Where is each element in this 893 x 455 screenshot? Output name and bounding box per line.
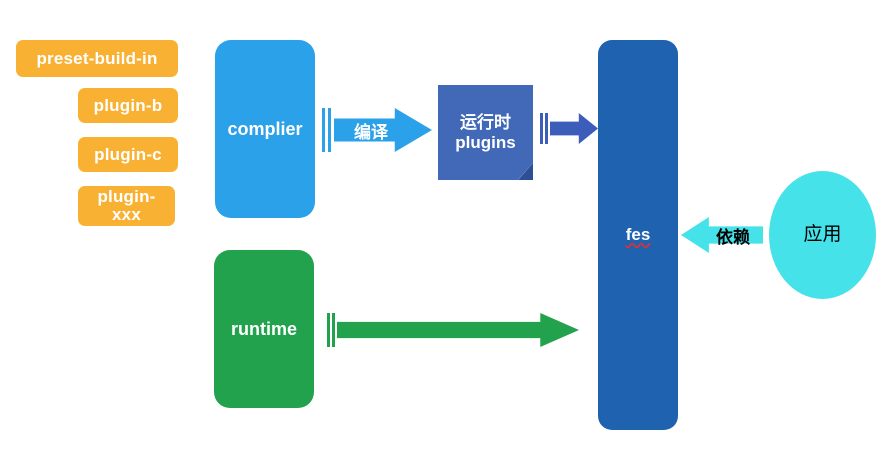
plugin-chip-label-line1: plugin- — [97, 187, 156, 207]
plugin-chip-plugin-xxx[interactable]: plugin- xxx — [78, 186, 175, 226]
compile-arrow-body: 编译 — [334, 108, 432, 152]
plugins-to-fes-arrow-tail-stripe-2 — [545, 113, 548, 144]
plugins-to-fes-arrow-shape — [550, 113, 598, 144]
runtime-to-fes-arrow-tail-stripe-2 — [332, 313, 335, 347]
runtime-label: runtime — [230, 318, 297, 339]
plugin-chip-label-line2: xxx — [112, 205, 141, 224]
plugin-chip-label: plugin-b — [93, 95, 163, 115]
application-node[interactable]: 应用 — [769, 171, 876, 299]
compile-arrow-tail-gap-2 — [331, 108, 334, 152]
runtime-to-fes-arrow — [327, 313, 579, 347]
plugin-chip-preset-build-in[interactable]: preset-build-in — [16, 40, 178, 77]
plugin-chip-plugin-c[interactable]: plugin-c — [78, 137, 178, 172]
compile-arrow-tail-stripe-1 — [322, 108, 325, 152]
complier-label: complier — [227, 118, 303, 139]
compile-arrow-tail-gap-1 — [325, 108, 328, 152]
dependency-arrow-label: 依赖 — [716, 227, 750, 247]
runtime-to-fes-arrow-body — [337, 313, 579, 347]
plugins-to-fes-arrow — [540, 113, 598, 144]
compile-arrow: 编译 — [322, 108, 432, 152]
fes-node[interactable]: fes — [598, 40, 678, 430]
runtime-to-fes-arrow-tail-gap-2 — [335, 313, 337, 347]
plugins-to-fes-arrow-tail-stripe-1 — [540, 113, 543, 144]
plugin-chip-label: preset-build-in — [36, 48, 158, 68]
runtime-plugins-node[interactable]: 运行时 plugins — [438, 85, 533, 180]
complier-node[interactable]: complier — [215, 40, 315, 218]
application-label: 应用 — [803, 224, 842, 246]
plugins-to-fes-arrow-body — [550, 113, 598, 144]
plugin-chip-label: plugin-c — [94, 144, 162, 164]
runtime-plugins-label-line2: plugins — [455, 132, 516, 152]
runtime-to-fes-arrow-shape — [337, 313, 579, 347]
runtime-to-fes-arrow-tail-stripe-1 — [327, 313, 330, 347]
runtime-to-fes-arrow-tail-gap-1 — [330, 313, 332, 347]
runtime-plugins-label-line1: 运行时 — [460, 112, 511, 132]
runtime-node[interactable]: runtime — [214, 250, 314, 408]
plugin-chip-plugin-b[interactable]: plugin-b — [78, 88, 178, 123]
dependency-arrow-body: 依赖 — [681, 217, 763, 253]
plugins-to-fes-arrow-tail-gap-1 — [543, 113, 545, 144]
compile-arrow-tail-stripe-2 — [328, 108, 331, 152]
compile-arrow-label: 编译 — [354, 122, 388, 142]
fes-label: fes — [625, 225, 651, 245]
plugins-to-fes-arrow-tail-gap-2 — [548, 113, 550, 144]
dependency-arrow: 依赖 — [681, 217, 763, 253]
